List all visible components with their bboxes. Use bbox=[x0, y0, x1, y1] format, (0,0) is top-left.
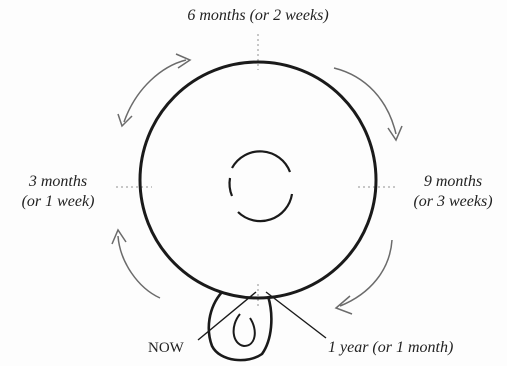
label-9-months-line2: (or 3 weeks) bbox=[400, 192, 506, 212]
year-leader-line bbox=[266, 292, 326, 338]
now-leader-line bbox=[198, 292, 256, 340]
label-1-year: 1 year (or 1 month) bbox=[328, 338, 453, 358]
label-1-year-text: 1 year (or 1 month) bbox=[328, 339, 453, 356]
inner-arc-bottom bbox=[238, 194, 292, 221]
label-6-months: 6 months (or 2 weeks) bbox=[150, 6, 366, 26]
label-9-months-line1: 9 months bbox=[400, 172, 506, 192]
label-9-months: 9 months (or 3 weeks) bbox=[400, 172, 506, 212]
stem-loop bbox=[209, 292, 272, 360]
direction-arrows bbox=[112, 54, 402, 314]
inner-arc-top bbox=[232, 151, 290, 172]
outer-circle bbox=[140, 62, 376, 298]
label-3-months: 3 months (or 1 week) bbox=[4, 172, 112, 212]
label-6-months-text: 6 months (or 2 weeks) bbox=[187, 7, 328, 24]
arrow-lower-right bbox=[340, 240, 392, 306]
arrow-upper-right bbox=[334, 68, 396, 134]
stem-inner-loop bbox=[234, 314, 255, 346]
arrow-lower-left bbox=[118, 236, 160, 298]
inner-arc-left bbox=[230, 178, 232, 196]
label-3-months-line2: (or 1 week) bbox=[4, 192, 112, 212]
label-3-months-line1: 3 months bbox=[4, 172, 112, 192]
label-now: NOW bbox=[148, 338, 184, 358]
arrow-upper-left bbox=[124, 60, 186, 122]
label-now-text: NOW bbox=[148, 340, 184, 356]
